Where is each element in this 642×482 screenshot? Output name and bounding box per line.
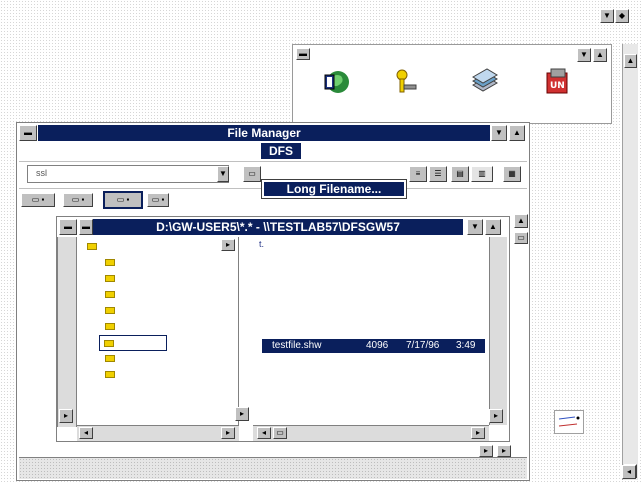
view-list-button[interactable]: ≡ [409, 166, 427, 182]
directory-window: ▬ ▬ D:\GW-USER5\*.* - \\TESTLAB57\DFSGW5… [56, 216, 510, 442]
file-horizontal-scrollbar[interactable] [253, 425, 489, 441]
window-title: File Manager [227, 126, 301, 140]
file-row-selected[interactable]: testfile.shw 4096 7/17/96 3:49 [259, 339, 485, 353]
file-time: 3:49 [456, 340, 476, 351]
tree-scroll-right-button[interactable]: ▸ [221, 427, 235, 439]
desktop-bottom-button[interactable]: ◂ [622, 465, 636, 479]
directory-path-title: D:\GW-USER5\*.* - \\TESTLAB57\DFSGW57 [156, 220, 400, 234]
root-folder-icon[interactable] [87, 243, 97, 250]
sort-type-button[interactable]: ▥ [471, 166, 493, 182]
globe-icon[interactable] [321, 67, 351, 97]
child-maximize-button[interactable]: ▲ [485, 219, 501, 235]
selected-folder-item[interactable] [99, 335, 167, 351]
folder-icon[interactable] [105, 355, 115, 362]
folder-icon[interactable] [105, 323, 115, 330]
key-icon[interactable] [391, 67, 421, 97]
status-resize-button[interactable]: ▸ [479, 445, 493, 457]
connect-drive-button[interactable]: ▭ [243, 166, 261, 182]
file-scroll-down-button[interactable]: ▸ [489, 409, 503, 423]
file-size: 4096 [366, 340, 389, 351]
folder-icon [104, 340, 114, 347]
desktop-vertical-scrollbar[interactable]: ▲ ▼ [622, 44, 638, 480]
directory-title-bar: D:\GW-USER5\*.* - \\TESTLAB57\DFSGW57 [93, 219, 463, 235]
program-group-window: ▬ ▼ ▲ UN [292, 44, 612, 124]
window-minimize-button[interactable]: ▼ [600, 9, 614, 23]
menu-item-long-filename[interactable]: Long Filename... [264, 182, 404, 196]
drive-dropdown-button[interactable]: ▼ [217, 166, 229, 182]
group-system-menu-button[interactable]: ▬ [296, 48, 310, 60]
title-bar: File Manager [38, 125, 490, 141]
folder-icon[interactable] [105, 259, 115, 266]
fm-scroll-up-button[interactable]: ▲ [514, 214, 528, 228]
view-details-button[interactable]: ☰ [429, 166, 447, 182]
minimized-app-icon[interactable] [554, 410, 584, 434]
folder-icon[interactable] [105, 371, 115, 378]
drive-select-value: ssl [36, 168, 47, 178]
tree-scroll-up-button[interactable]: ▸ [59, 409, 73, 423]
child-menu-spacer: ▬ [79, 219, 93, 235]
status-scroll-button[interactable]: ▸ [497, 445, 511, 457]
uninstall-icon[interactable]: UN [543, 67, 573, 97]
file-scroll-left-button[interactable]: ◂ [257, 427, 271, 439]
drive-d-button[interactable]: ▭ ▪ [103, 191, 143, 209]
tree-scroll-left-button[interactable]: ◂ [79, 427, 93, 439]
folder-icon[interactable] [105, 307, 115, 314]
file-scroll-right-button[interactable]: ▸ [471, 427, 485, 439]
tree-scroll-arrow-button[interactable]: ▸ [235, 407, 249, 421]
folder-icon[interactable] [105, 291, 115, 298]
parent-dir-marker[interactable]: t. [259, 239, 265, 249]
minimize-button[interactable]: ▼ [491, 125, 507, 141]
sort-size-button[interactable]: ▦ [503, 166, 521, 182]
file-scroll-thumb[interactable]: ▭ [273, 427, 287, 439]
child-minimize-button[interactable]: ▼ [467, 219, 483, 235]
folder-icon[interactable] [105, 275, 115, 282]
status-bar [19, 457, 527, 479]
fm-scroll-thumb[interactable]: ▭ [514, 232, 528, 244]
file-vertical-scrollbar[interactable] [489, 237, 507, 425]
sort-name-button[interactable]: ▤ [451, 166, 469, 182]
dfs-menu-dropdown: Long Filename... [261, 179, 407, 199]
window-restore-button[interactable]: ◆ [615, 9, 629, 23]
drive-a-button[interactable]: ▭ ▪ [21, 193, 55, 207]
drive-select[interactable]: ssl [27, 165, 229, 183]
file-list-pane: t. testfile.shw 4096 7/17/96 3:49 [253, 237, 489, 425]
tree-horizontal-scrollbar[interactable] [77, 425, 239, 441]
menu-item-long-filename-label: Long Filename... [286, 182, 382, 196]
tree-scroll-arrow-button[interactable]: ▸ [221, 239, 235, 251]
menu-dfs-label: DFS [269, 144, 293, 158]
child-system-menu-button[interactable]: ▬ [59, 219, 77, 235]
desktop-scroll-up-button[interactable]: ▲ [624, 54, 637, 68]
drive-c-button[interactable]: ▭ ▪ [63, 193, 93, 207]
directory-tree-pane [77, 237, 239, 427]
file-name: testfile.shw [272, 340, 322, 351]
group-maximize-button[interactable]: ▲ [593, 48, 607, 62]
book-stack-icon[interactable] [469, 67, 499, 97]
maximize-button[interactable]: ▲ [509, 125, 525, 141]
tree-vertical-scrollbar[interactable] [57, 237, 77, 427]
drive-e-button[interactable]: ▭ ▪ [147, 193, 169, 207]
svg-text:UN: UN [550, 81, 565, 91]
file-date: 7/17/96 [406, 340, 440, 351]
group-minimize-button[interactable]: ▼ [577, 48, 591, 62]
system-menu-button[interactable]: ▬ [19, 125, 37, 141]
menu-dfs[interactable]: DFS [261, 143, 301, 159]
